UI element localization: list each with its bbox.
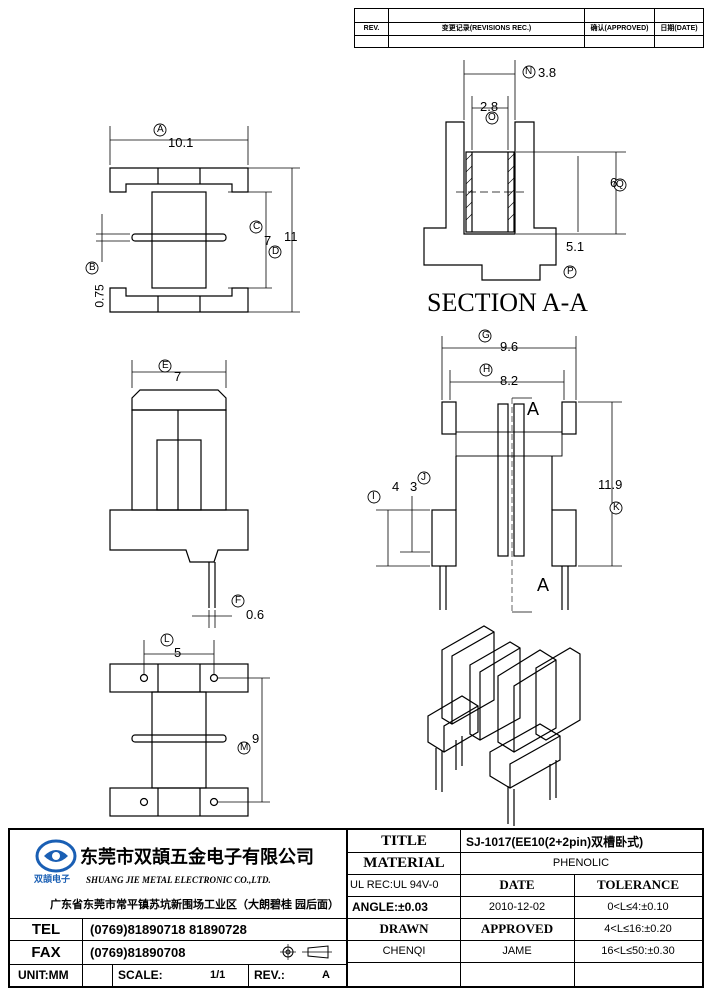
- balloon-n: N: [525, 66, 533, 77]
- title-block: 双頡电子 东莞市双頡五金电子有限公司 SHUANG JIE METAL ELEC…: [8, 828, 704, 988]
- tolerance-1: 0<L≤4:±0.10: [607, 901, 669, 913]
- balloon-q: Q: [616, 179, 624, 190]
- dim-c: 7: [264, 233, 272, 248]
- rev-header: REV.: [363, 24, 380, 32]
- dim-k: 11.9: [598, 477, 623, 492]
- section-view: [423, 60, 626, 281]
- balloon-g: G: [482, 330, 490, 341]
- section-mark-top: A: [527, 399, 540, 419]
- approved-header: 确认(APPROVED): [590, 25, 649, 32]
- fax-label: FAX: [31, 943, 61, 961]
- bottom-view: [109, 640, 270, 817]
- company-address: 广东省东莞市常平镇苏坑新围场工业区（大朗碧桂 园后面）: [50, 899, 340, 911]
- section-label: SECTION A-A: [427, 288, 589, 317]
- approved-value: JAME: [502, 945, 532, 957]
- section-mark-bottom: A: [537, 575, 550, 595]
- balloon-j: J: [421, 472, 426, 483]
- ul-rec: UL REC:UL 94V-0: [350, 879, 439, 891]
- balloon-o: O: [488, 112, 496, 123]
- title-label: TITLE: [381, 832, 427, 849]
- balloon-d: D: [272, 246, 280, 257]
- date-value: 2010-12-02: [488, 901, 546, 913]
- tolerance-2: 4<L≤16:±0.20: [604, 923, 672, 935]
- dim-m: 9: [252, 731, 260, 746]
- dim-j: 3: [410, 479, 418, 494]
- balloons: [85, 65, 627, 755]
- dim-b: 0.75: [92, 284, 107, 308]
- balloon-c: C: [253, 221, 261, 232]
- dim-g: 9.6: [500, 339, 519, 354]
- dim-i: 4: [392, 479, 400, 494]
- rev-label: REV.:: [254, 968, 285, 982]
- approved-label: APPROVED: [480, 921, 554, 936]
- side-view: [109, 360, 249, 628]
- balloon-p: P: [567, 266, 574, 277]
- title-value: SJ-1017(EE10(2+2pin)双槽卧式): [466, 834, 644, 849]
- tolerance-3: 16<L≤50:±0.30: [601, 945, 675, 957]
- date-label: DATE: [499, 877, 535, 892]
- balloon-m: M: [240, 742, 249, 753]
- dim-q: 6: [610, 175, 618, 190]
- dim-a: 10.1: [168, 135, 194, 150]
- dim-l: 5: [174, 645, 182, 660]
- elevation-view: [376, 336, 622, 613]
- fax-value: (0769)81890708: [90, 944, 186, 960]
- dim-e: 7: [174, 369, 182, 384]
- dim-h: 8.2: [500, 373, 519, 388]
- angle-tolerance: ANGLE:±0.03: [352, 900, 428, 914]
- revision-table: REV. 变更记录(REVISIONS REC.) 确认(APPROVED) 日…: [354, 8, 704, 48]
- material-value: PHENOLIC: [552, 857, 610, 869]
- dim-f: 0.6: [246, 607, 265, 622]
- material-label: MATERIAL: [363, 854, 445, 871]
- balloon-f: F: [235, 595, 242, 606]
- balloon-a: A: [157, 124, 164, 135]
- balloon-i: I: [372, 491, 375, 502]
- date-header: 日期(DATE): [660, 25, 698, 32]
- logo-text: 双頡电子: [34, 874, 71, 884]
- tel-value: (0769)81890718 81890728: [90, 921, 247, 937]
- company-logo: 双頡电子: [34, 838, 78, 886]
- dim-n: 3.8: [538, 65, 557, 80]
- rev-value: A: [322, 969, 330, 981]
- balloon-l: L: [164, 634, 170, 645]
- balloon-h: H: [483, 364, 491, 375]
- revisions-header: 变更记录(REVISIONS REC.): [441, 25, 532, 32]
- balloon-b: B: [89, 262, 96, 273]
- isometric-view: [427, 625, 581, 826]
- projection-symbol: [280, 944, 332, 960]
- tolerance-label: TOLERANCE: [596, 877, 680, 892]
- dim-p: 5.1: [566, 239, 585, 254]
- dim-o: 2.8: [480, 99, 499, 114]
- unit-label: UNIT:MM: [18, 968, 69, 982]
- company-name-en: SHUANG JIE METAL ELECTRONIC CO.,LTD.: [86, 875, 271, 885]
- balloon-k: K: [613, 502, 620, 513]
- dim-d: 11: [284, 229, 298, 244]
- company-name-cn: 东莞市双頡五金电子有限公司: [80, 847, 314, 867]
- balloon-e: E: [162, 360, 169, 371]
- tel-label: TEL: [31, 920, 61, 938]
- front-view: [96, 126, 300, 313]
- scale-label: SCALE:: [118, 968, 163, 982]
- drawn-value: CHENQI: [382, 945, 426, 957]
- scale-value: 1/1: [210, 969, 226, 981]
- drawn-label: DRAWN: [379, 921, 429, 936]
